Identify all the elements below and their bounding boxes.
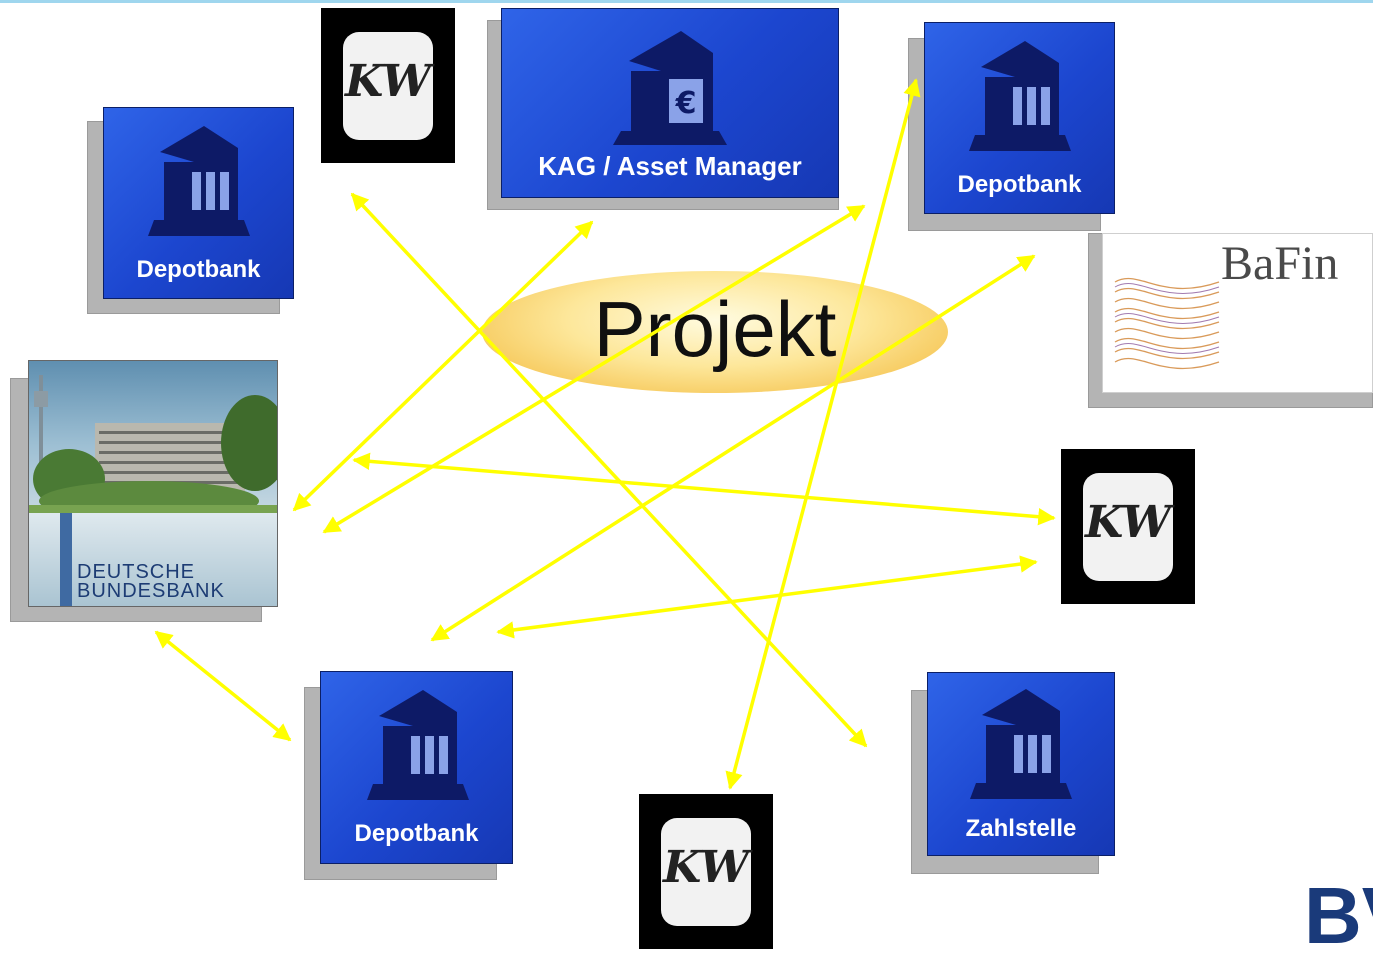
bank-euro-icon: € [613,31,727,145]
kag-node: € KAG / Asset Manager [487,8,853,215]
depotbank-label: Depotbank [136,256,261,283]
arrow-depotbank-top-right-to-kw-bottom [725,78,921,790]
kw-logo-right: KW [1061,449,1195,604]
arrow-bundesbank-to-kw-right [352,452,1056,526]
bafin-node: BaFin [1088,233,1373,408]
bundesbank-pillar [60,513,72,606]
bank-building-icon [969,41,1071,151]
depotbank-label: Depotbank [957,171,1082,198]
svg-text:€: € [675,86,697,121]
arrow-depotbank-bottom-to-kw-right [496,555,1038,639]
bafin-wave-logo [1114,277,1220,370]
bundesbank-line2: BUNDESBANK [77,580,225,602]
zahlstelle-label: Zahlstelle [965,815,1077,842]
bundesbank-photo [29,375,277,521]
kw-logo-bottom: KW [639,794,773,949]
depotbank-label: Depotbank [354,820,479,847]
arrow-depotbank-bottom-to-bafin [430,254,1036,642]
bundesbank-line1: DEUTSCHE [77,561,196,583]
kw-logo-top: KW [321,8,455,163]
bv-corner-logo: BV [1304,871,1373,960]
bafin-label: BaFin [1221,237,1339,290]
bank-building-icon [148,126,250,236]
kw-logo-text: KW [344,56,432,107]
kw-logo-text: KW [1084,497,1172,548]
bank-building-icon [970,689,1072,799]
depotbank-top-right-node: Depotbank [908,22,1116,232]
bundesbank-node: DEUTSCHE BUNDESBANK [10,360,278,622]
zahlstelle-node: Zahlstelle [911,672,1115,874]
arrow-bundesbank-to-depotbank-bottom [154,630,292,742]
depotbank-top-left-node: Depotbank [87,107,295,317]
arrow-bundesbank-to-kag-corner [322,204,866,534]
kw-logo-text: KW [662,842,750,893]
top-rule [0,0,1373,3]
